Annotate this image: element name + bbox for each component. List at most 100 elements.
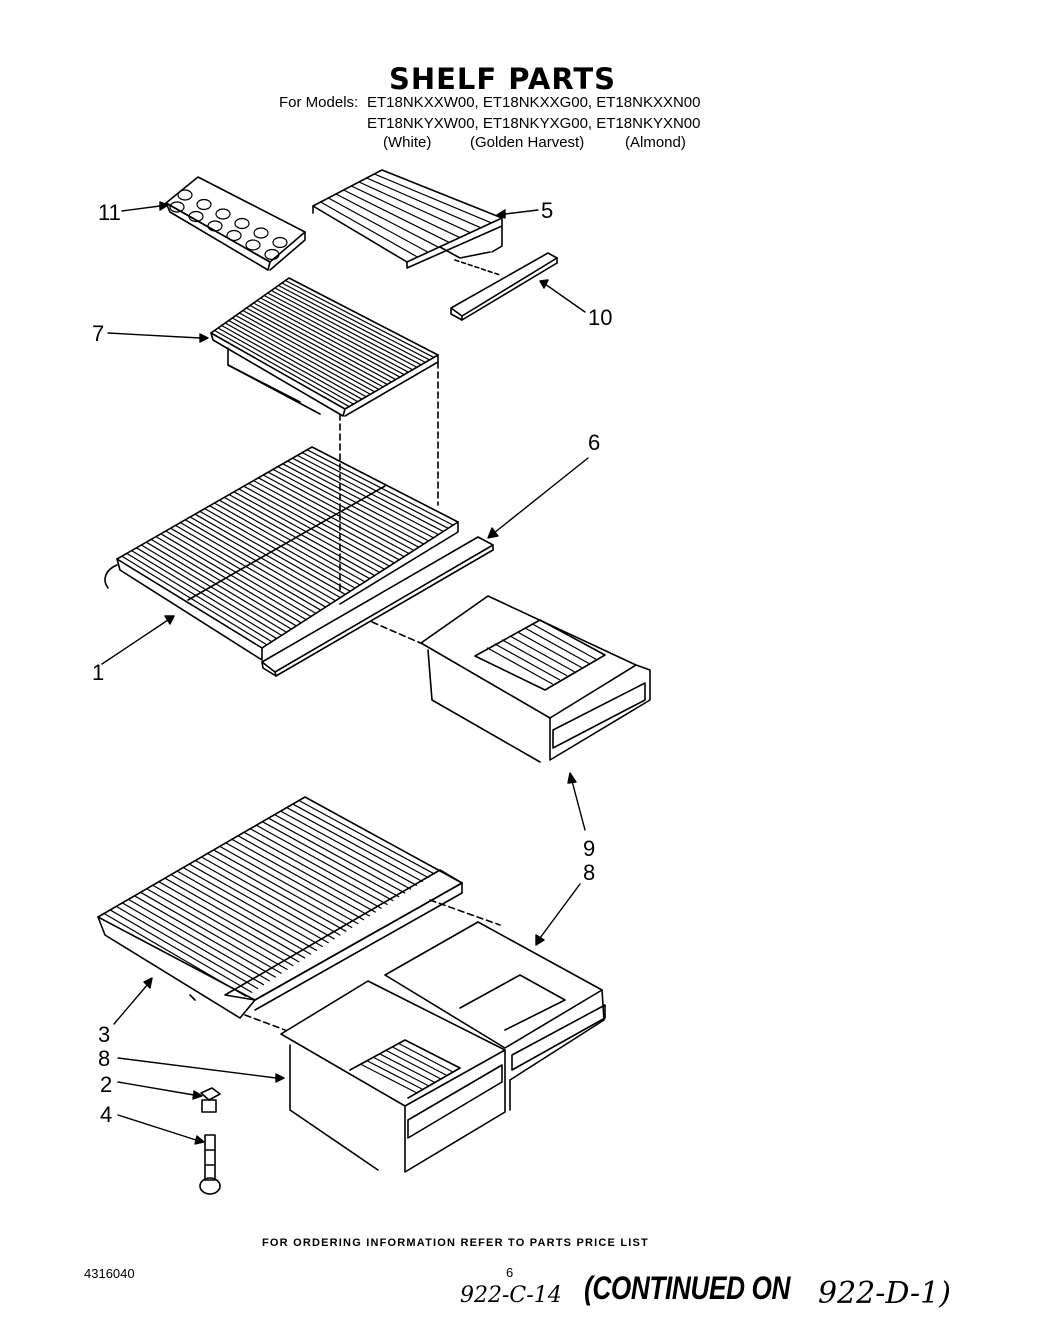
ice-cell <box>265 250 279 260</box>
document-number: 4316040 <box>84 1266 135 1281</box>
rack-wire <box>185 520 330 604</box>
rack-wire <box>351 186 459 238</box>
rack-wire <box>151 539 296 626</box>
callout-10: 10 <box>588 305 613 330</box>
rack-wire <box>254 303 396 380</box>
part-1-main-shelf <box>105 447 458 660</box>
callout-1: 1 <box>92 660 105 685</box>
rack-wire <box>210 506 355 588</box>
rack-wire <box>180 523 325 607</box>
rack-wire <box>171 875 311 954</box>
continued-on-text: (CONTINUED ON <box>584 1270 791 1306</box>
callout-9: 9 <box>583 836 596 861</box>
rack-wire <box>261 298 405 375</box>
drawer-rib <box>386 1051 440 1079</box>
callout-leaders <box>102 202 588 1144</box>
rack-wire <box>328 198 428 252</box>
rack-wire <box>214 850 352 927</box>
rack-wire <box>205 509 350 592</box>
ice-cell <box>254 228 268 238</box>
color-golden-harvest: (Golden Harvest) <box>470 134 585 151</box>
rack-wire <box>166 531 311 617</box>
color-white: (White) <box>383 134 432 151</box>
rack-wire <box>104 913 246 996</box>
rack-wire <box>232 839 369 916</box>
rack-wire <box>236 316 375 392</box>
rack-wire <box>257 301 400 378</box>
part-3-crisper-cover <box>98 797 462 1018</box>
ice-cell <box>216 209 230 219</box>
rack-wire <box>222 326 358 402</box>
callout-2: 2 <box>100 1072 113 1097</box>
rack-wire <box>244 832 381 908</box>
part-2-support-clip <box>201 1088 220 1112</box>
drawer-rib <box>525 628 589 663</box>
rack-wire <box>250 306 392 383</box>
part-11-ice-tray <box>166 177 305 270</box>
color-almond: (Almond) <box>625 134 686 151</box>
rack-wire <box>200 511 345 594</box>
rack-wire <box>268 293 413 370</box>
rack-wire <box>195 514 340 597</box>
ice-cell <box>208 221 222 231</box>
rack-wire <box>215 331 350 407</box>
callout-8-upper: 8 <box>583 860 596 885</box>
drawer-rib <box>503 640 567 676</box>
drawer-rib <box>533 624 596 659</box>
rack-wire <box>307 450 453 525</box>
rack-wire <box>220 846 358 923</box>
rack-wire <box>321 202 418 257</box>
part-9-crisper-drawer <box>372 596 650 762</box>
rack-wire <box>250 829 387 905</box>
rack-wire <box>359 182 470 233</box>
rack-wire <box>297 455 443 531</box>
rack-wire <box>302 453 448 529</box>
part-10-support-rail <box>451 253 557 320</box>
page-number: 6 <box>506 1265 514 1280</box>
ice-cell <box>178 190 192 200</box>
rack-wire <box>190 517 335 601</box>
rack-wire <box>299 801 434 874</box>
rack-wire <box>275 288 421 365</box>
drawer-rib <box>518 632 582 667</box>
rack-wire <box>128 899 269 981</box>
drawer-rib <box>361 1065 416 1093</box>
rack-wire <box>246 308 387 384</box>
rack-wire <box>189 864 328 943</box>
rack-wire <box>256 825 393 900</box>
callout-3: 3 <box>98 1022 111 1047</box>
rack-wire <box>116 906 257 988</box>
rack-wire <box>262 822 398 897</box>
rack-wire <box>374 174 491 223</box>
drawer-rib <box>399 1044 452 1072</box>
part-8-lower-drawers <box>245 900 605 1172</box>
rack-wire <box>367 178 481 228</box>
page-title: SHELF PARTS <box>388 62 617 96</box>
rack-wire <box>127 553 272 641</box>
callout-6: 6 <box>588 430 601 455</box>
rack-wire <box>132 551 277 639</box>
rack-wire <box>156 537 301 623</box>
rack-wire <box>137 548 282 636</box>
handwritten-ref: 922-C-14 <box>460 1283 562 1308</box>
models-line-1: ET18NKXXW00, ET18NKXXG00, ET18NKXXN00 <box>367 94 701 111</box>
drawer-rib <box>488 648 553 684</box>
rack-wire <box>110 910 252 992</box>
rack-wire <box>281 811 417 885</box>
part-6-front-trim <box>262 537 493 676</box>
callout-7: 7 <box>92 321 105 346</box>
rack-wire <box>171 528 316 613</box>
ice-cell <box>197 200 211 210</box>
part-5-freezer-rack <box>313 170 502 268</box>
models-line-2: ET18NKYXW00, ET18NKYXG00, ET18NKYXN00 <box>367 115 701 132</box>
ice-cell <box>246 240 260 250</box>
drawer-rib <box>380 1054 434 1082</box>
ice-cell <box>235 219 249 229</box>
continued-on-ref: 922-D-1) <box>818 1276 951 1311</box>
drawer-rib <box>374 1058 428 1086</box>
rack-wire <box>153 885 293 965</box>
rack-wire <box>344 190 450 242</box>
rack-wire <box>278 286 425 363</box>
rack-wire <box>165 878 305 958</box>
